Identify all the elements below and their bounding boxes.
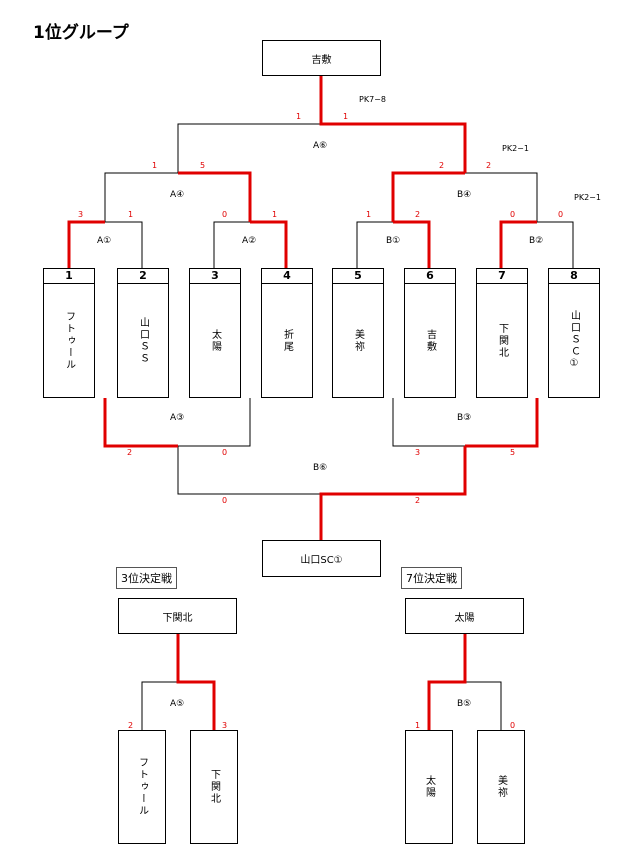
seventh-place-team-2: 美祢 (477, 730, 525, 844)
team-name: 下関北 (496, 322, 508, 359)
score-b6-right: 2 (415, 496, 421, 505)
score-b4-left: 2 (439, 161, 445, 170)
team-name: 美祢 (495, 775, 507, 799)
third-place-title: 3位決定戦 (116, 567, 177, 589)
score-a5-left: 2 (128, 721, 134, 730)
page-title: 1位グループ (33, 23, 129, 43)
score-b2-left: 0 (510, 210, 516, 219)
team-name: フトゥール (136, 757, 148, 817)
score-b1-left: 1 (366, 210, 372, 219)
win-path-a4 (178, 171, 252, 222)
third-place-team-1: フトゥール (118, 730, 166, 844)
team-name: 美祢 (352, 328, 364, 353)
score-b3-right: 5 (510, 448, 516, 457)
score-a1-right: 1 (128, 210, 134, 219)
seventh-place-title: 7位決定戦 (401, 567, 462, 589)
team-box-1: 1 フトゥール (43, 268, 95, 398)
score-a2-right: 1 (272, 210, 278, 219)
score-b1-right: 2 (415, 210, 421, 219)
score-a3-right: 0 (222, 448, 228, 457)
match-label-a4: A④ (170, 190, 185, 200)
team-name: 太陽 (423, 775, 435, 799)
team-number: 1 (44, 269, 94, 284)
score-b2-right: 0 (558, 210, 564, 219)
team-name: 下関北 (208, 769, 220, 805)
third-place-winner-box: 下関北 (118, 598, 237, 634)
score-b5-left: 1 (415, 721, 421, 730)
team-number: 7 (477, 269, 527, 284)
win-path-b1 (393, 220, 431, 268)
match-label-a6: A⑥ (313, 141, 328, 151)
seventh-place-winner: 太陽 (454, 612, 475, 624)
score-a3-left: 2 (127, 448, 133, 457)
score-a6-left: 1 (296, 112, 302, 121)
pk-label-b2: PK2−1 (574, 193, 601, 202)
team-box-5: 5 美祢 (332, 268, 384, 398)
third-place-team-2: 下関北 (190, 730, 238, 844)
win-path-b2 (499, 220, 537, 268)
team-number: 3 (190, 269, 240, 284)
pk-label-a6: PK7−8 (359, 95, 386, 104)
win-path-b5 (427, 634, 467, 730)
score-a2-left: 0 (222, 210, 228, 219)
third-place-winner: 下関北 (162, 612, 193, 624)
team-number: 5 (333, 269, 383, 284)
champion-name: 吉敷 (311, 54, 332, 66)
team-box-2: 2 山口ＳＳ (117, 268, 169, 398)
score-b4-right: 2 (486, 161, 492, 170)
seventh-place-team-1: 太陽 (405, 730, 453, 844)
match-label-b1: B① (386, 236, 401, 246)
win-path-a5 (176, 634, 216, 730)
team-name: フトゥール (63, 310, 75, 371)
score-a4-left: 1 (152, 161, 158, 170)
score-a1-left: 3 (78, 210, 84, 219)
team-box-6: 6 吉敷 (404, 268, 456, 398)
team-name: 折尾 (281, 328, 293, 353)
match-label-a5: A⑤ (170, 699, 185, 709)
team-number: 4 (262, 269, 312, 284)
win-path-a2 (250, 220, 288, 268)
win-path-a3 (103, 398, 178, 448)
pk-label-b4: PK2−1 (502, 144, 529, 153)
win-path-b3 (465, 398, 539, 448)
score-a6-right: 1 (343, 112, 349, 121)
score-a5-right: 3 (222, 721, 228, 730)
runner-up-box: 山口SC① (262, 540, 381, 577)
match-label-b4: B④ (457, 190, 472, 200)
team-box-4: 4 折尾 (261, 268, 313, 398)
match-label-b3: B③ (457, 413, 472, 423)
match-label-a1: A① (97, 236, 112, 246)
team-number: 2 (118, 269, 168, 284)
win-path-a1 (67, 220, 105, 268)
win-path-b6 (319, 446, 467, 540)
team-box-8: 8 山口ＳＣ① (548, 268, 600, 398)
team-box-3: 3 太陽 (189, 268, 241, 398)
team-number: 8 (549, 269, 599, 284)
team-box-7: 7 下関北 (476, 268, 528, 398)
team-name: 山口ＳＣ① (568, 310, 580, 371)
match-label-b5: B⑤ (457, 699, 472, 709)
team-name: 山口ＳＳ (137, 316, 149, 365)
score-b5-right: 0 (510, 721, 516, 730)
match-label-b2: B② (529, 236, 544, 246)
score-b6-left: 0 (222, 496, 228, 505)
team-number: 6 (405, 269, 455, 284)
seventh-place-winner-box: 太陽 (405, 598, 524, 634)
win-path-final (319, 76, 467, 173)
runner-up-name: 山口SC① (300, 555, 343, 566)
team-name: 太陽 (209, 328, 221, 353)
score-b3-left: 3 (415, 448, 421, 457)
team-name: 吉敷 (424, 328, 436, 353)
match-label-a2: A② (242, 236, 257, 246)
score-a4-right: 5 (200, 161, 206, 170)
win-path-b4 (391, 171, 465, 222)
match-label-b6: B⑥ (313, 463, 328, 473)
match-label-a3: A③ (170, 413, 185, 423)
champion-box: 吉敷 (262, 40, 381, 76)
